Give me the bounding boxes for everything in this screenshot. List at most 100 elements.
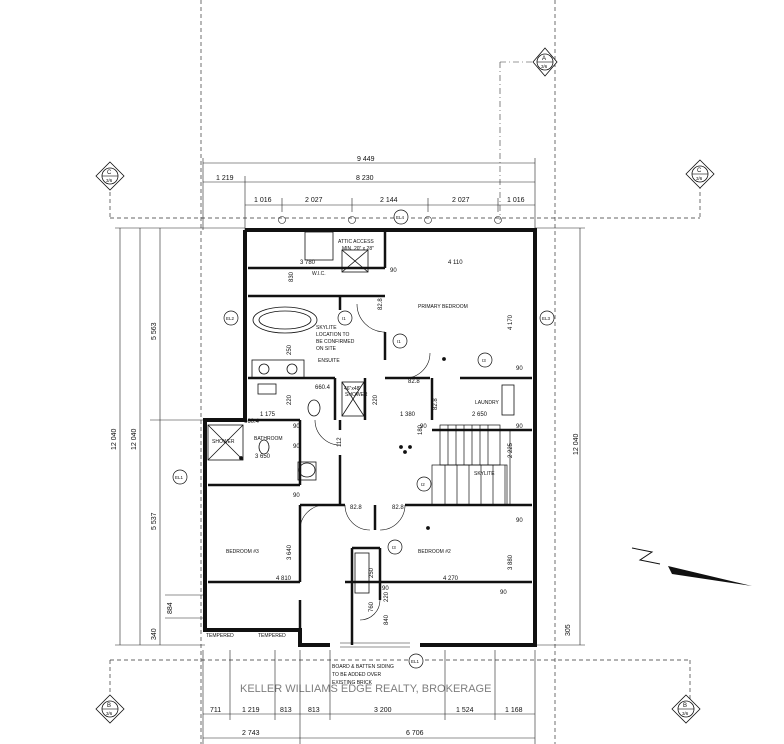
dim-right-2: 305 [565, 624, 572, 636]
svg-text:C: C [107, 170, 112, 176]
idim: 2 650 [472, 412, 488, 418]
dim-bot-r1-6: 1 524 [456, 707, 474, 714]
svg-text:EL1: EL1 [411, 659, 420, 664]
dim-left-2: 12 040 [131, 428, 138, 450]
dim-right-1: 12 040 [573, 433, 580, 455]
dim-left-4: 5 537 [151, 512, 158, 530]
svg-text:EL3: EL3 [542, 316, 551, 321]
svg-text:3/6: 3/6 [106, 711, 113, 716]
tag: I3 [387, 539, 403, 555]
idim: 1 380 [400, 412, 416, 418]
idim: 112 [337, 437, 343, 447]
room-laundry: LAUNDRY [475, 400, 499, 406]
idim: 4 810 [276, 576, 292, 582]
fixtures [207, 231, 515, 594]
svg-text:I1: I1 [397, 339, 401, 344]
idim: 82.8 [392, 505, 404, 511]
note-shower-box-2: SHOWER [345, 392, 368, 398]
dim-left-6: 340 [151, 628, 158, 640]
room-bedroom2: BEDROOM #2 [418, 549, 451, 555]
idim: 250 [369, 567, 375, 578]
idim: 3 650 [255, 454, 271, 460]
idim: 82.8 [350, 505, 362, 511]
idim: 3 880 [508, 554, 514, 570]
room-primary-bedroom: PRIMARY BEDROOM [418, 304, 468, 310]
tag: EL3 [539, 310, 555, 326]
idim: 90 [293, 444, 300, 450]
north-arrow-icon [631, 547, 752, 586]
room-bathroom: BATHROOM [254, 436, 283, 442]
idim: 90 [382, 586, 389, 592]
notes: ATTIC ACCESS MIN. 20" x 28" SKYLITE LOCA… [206, 239, 394, 686]
bottom-dimensions: 711 1 219 813 813 3 200 1 524 1 168 2 74… [202, 650, 536, 744]
idim: 82.8 [408, 379, 420, 385]
note-tempered-2: TEMPERED [258, 633, 286, 639]
idim: 90 [293, 424, 300, 430]
room-skylite: SKYLITE [474, 471, 495, 477]
svg-text:I2: I2 [421, 482, 425, 487]
dim-top-r2-1: 1 219 [216, 175, 234, 182]
dim-bot-r1-3: 813 [280, 707, 292, 714]
idim: 90 [420, 424, 427, 430]
svg-text:A: A [542, 56, 546, 62]
tag: EL1 [408, 653, 424, 669]
left-dimensions: 12 040 12 040 5 563 5 537 884 340 [111, 227, 245, 646]
exterior-walls [203, 228, 537, 648]
svg-text:3/6: 3/6 [106, 178, 113, 183]
idim: 90 [390, 268, 397, 274]
door-swings [299, 303, 431, 621]
note-board-3: EXISTING BRICK [332, 680, 373, 686]
room-shower: SHOWER [212, 439, 235, 445]
dim-top-r3-1: 1 016 [254, 197, 272, 204]
note-skylite-4: ON SITE [316, 346, 337, 352]
idim: 220 [384, 591, 390, 602]
right-dimensions: 12 040 305 [535, 227, 585, 646]
watermark: KELLER WILLIAMS EDGE REALTY, BROKERAGE [240, 683, 491, 695]
idim: 3 640 [287, 544, 293, 560]
idim: 4 110 [448, 260, 463, 266]
idim: 1 175 [260, 412, 276, 418]
idim: 760 [369, 601, 375, 612]
tag: EL4 [393, 209, 409, 225]
svg-text:I3: I3 [482, 358, 486, 363]
dim-left-1: 12 040 [111, 428, 118, 450]
svg-text:EL1: EL1 [175, 475, 184, 480]
dim-bot-r2-1: 2 743 [242, 730, 260, 737]
tag: I1 [337, 310, 353, 326]
dim-top-r3-2: 2 027 [305, 197, 323, 204]
note-attic-1: ATTIC ACCESS [338, 239, 374, 245]
svg-text:I3: I3 [392, 545, 396, 550]
svg-text:B: B [107, 703, 111, 709]
svg-text:3/6: 3/6 [696, 176, 703, 181]
idim: 90 [500, 590, 507, 596]
room-bedroom3: BEDROOM #3 [226, 549, 259, 555]
dim-overall-top: 9 449 [357, 156, 375, 163]
top-dimensions: 9 449 1 219 8 230 1 016 2 027 2 144 2 02… [202, 156, 536, 230]
note-skylite-3: BE CONFIRMED [316, 339, 355, 345]
section-marker-a: A 3/6 [532, 47, 558, 77]
dim-top-r2-2: 8 230 [356, 175, 374, 182]
idim: 4 170 [508, 314, 514, 330]
idim: 82.8 [378, 298, 384, 310]
section-marker-b-right: B 3/6 [671, 694, 701, 724]
staircase [431, 424, 511, 506]
section-markers: A 3/6 C 3/6 C 3/6 B 3/6 B [95, 47, 715, 724]
svg-text:I1: I1 [342, 316, 346, 321]
note-board-2: TO BE ADDED OVER [332, 672, 381, 678]
idim: 220 [373, 394, 379, 405]
dim-bot-r1-2: 1 219 [242, 707, 260, 714]
idim: 90 [516, 366, 523, 372]
dim-top-r3-4: 2 027 [452, 197, 470, 204]
idim: 90 [516, 424, 523, 430]
idim: 4 270 [443, 576, 459, 582]
idim: 830 [289, 271, 295, 282]
svg-text:B: B [683, 703, 687, 709]
idim: 2 225 [508, 442, 514, 458]
note-board-1: BOARD & BATTEN SIDING [332, 664, 394, 670]
reference-lines [109, 0, 701, 744]
tag: I3 [477, 352, 493, 368]
section-marker-c-left: C 3/6 [95, 161, 125, 191]
dim-bot-r2-2: 6 706 [406, 730, 424, 737]
svg-text:EL4: EL4 [396, 215, 405, 220]
